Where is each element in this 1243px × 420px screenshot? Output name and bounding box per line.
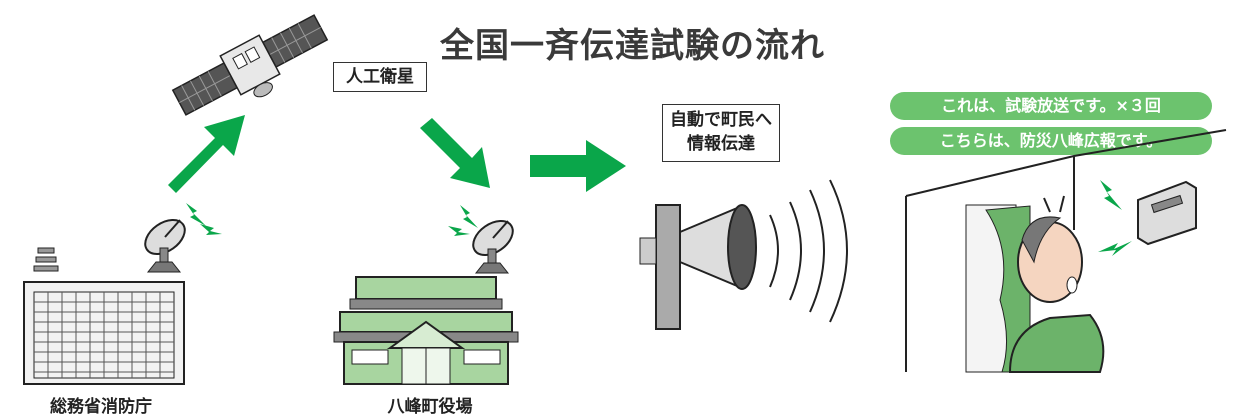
uplink-arrow-icon xyxy=(168,115,245,193)
sound-wave-icon xyxy=(769,179,848,323)
fdma-dish-antenna-icon xyxy=(144,218,186,273)
fdma-caption: 総務省消防庁 xyxy=(50,397,152,417)
town-office-caption: 八峰町役場 xyxy=(387,397,473,417)
room-scene-icon xyxy=(905,129,1227,373)
satellite-label: 人工衛星 xyxy=(333,62,427,92)
loudspeaker-icon xyxy=(639,204,757,330)
broadcast-arrow-icon xyxy=(530,140,626,192)
fdma-building-icon xyxy=(23,247,185,385)
resident-person-icon xyxy=(1008,195,1105,373)
indoor-receiver-icon xyxy=(1137,180,1197,246)
satellite-icon xyxy=(171,14,329,116)
info-delivery-label: 自動で町民へ 情報伝達 xyxy=(662,104,780,162)
downlink-arrow-icon xyxy=(420,118,490,188)
info-delivery-line1: 自動で町民へ xyxy=(670,110,772,130)
town-office-building-icon xyxy=(333,276,519,385)
office-dish-antenna-icon xyxy=(472,219,514,274)
info-delivery-line2: 情報伝達 xyxy=(687,134,755,154)
announcement-test-broadcast: これは、試験放送です。×３回 xyxy=(890,92,1212,120)
signal-bolt-icon xyxy=(186,180,1132,256)
announcement-disaster-info: こちらは、防災八峰広報です。 xyxy=(890,127,1212,155)
diagram-title: 全国一斉伝達試験の流れ xyxy=(440,26,825,66)
